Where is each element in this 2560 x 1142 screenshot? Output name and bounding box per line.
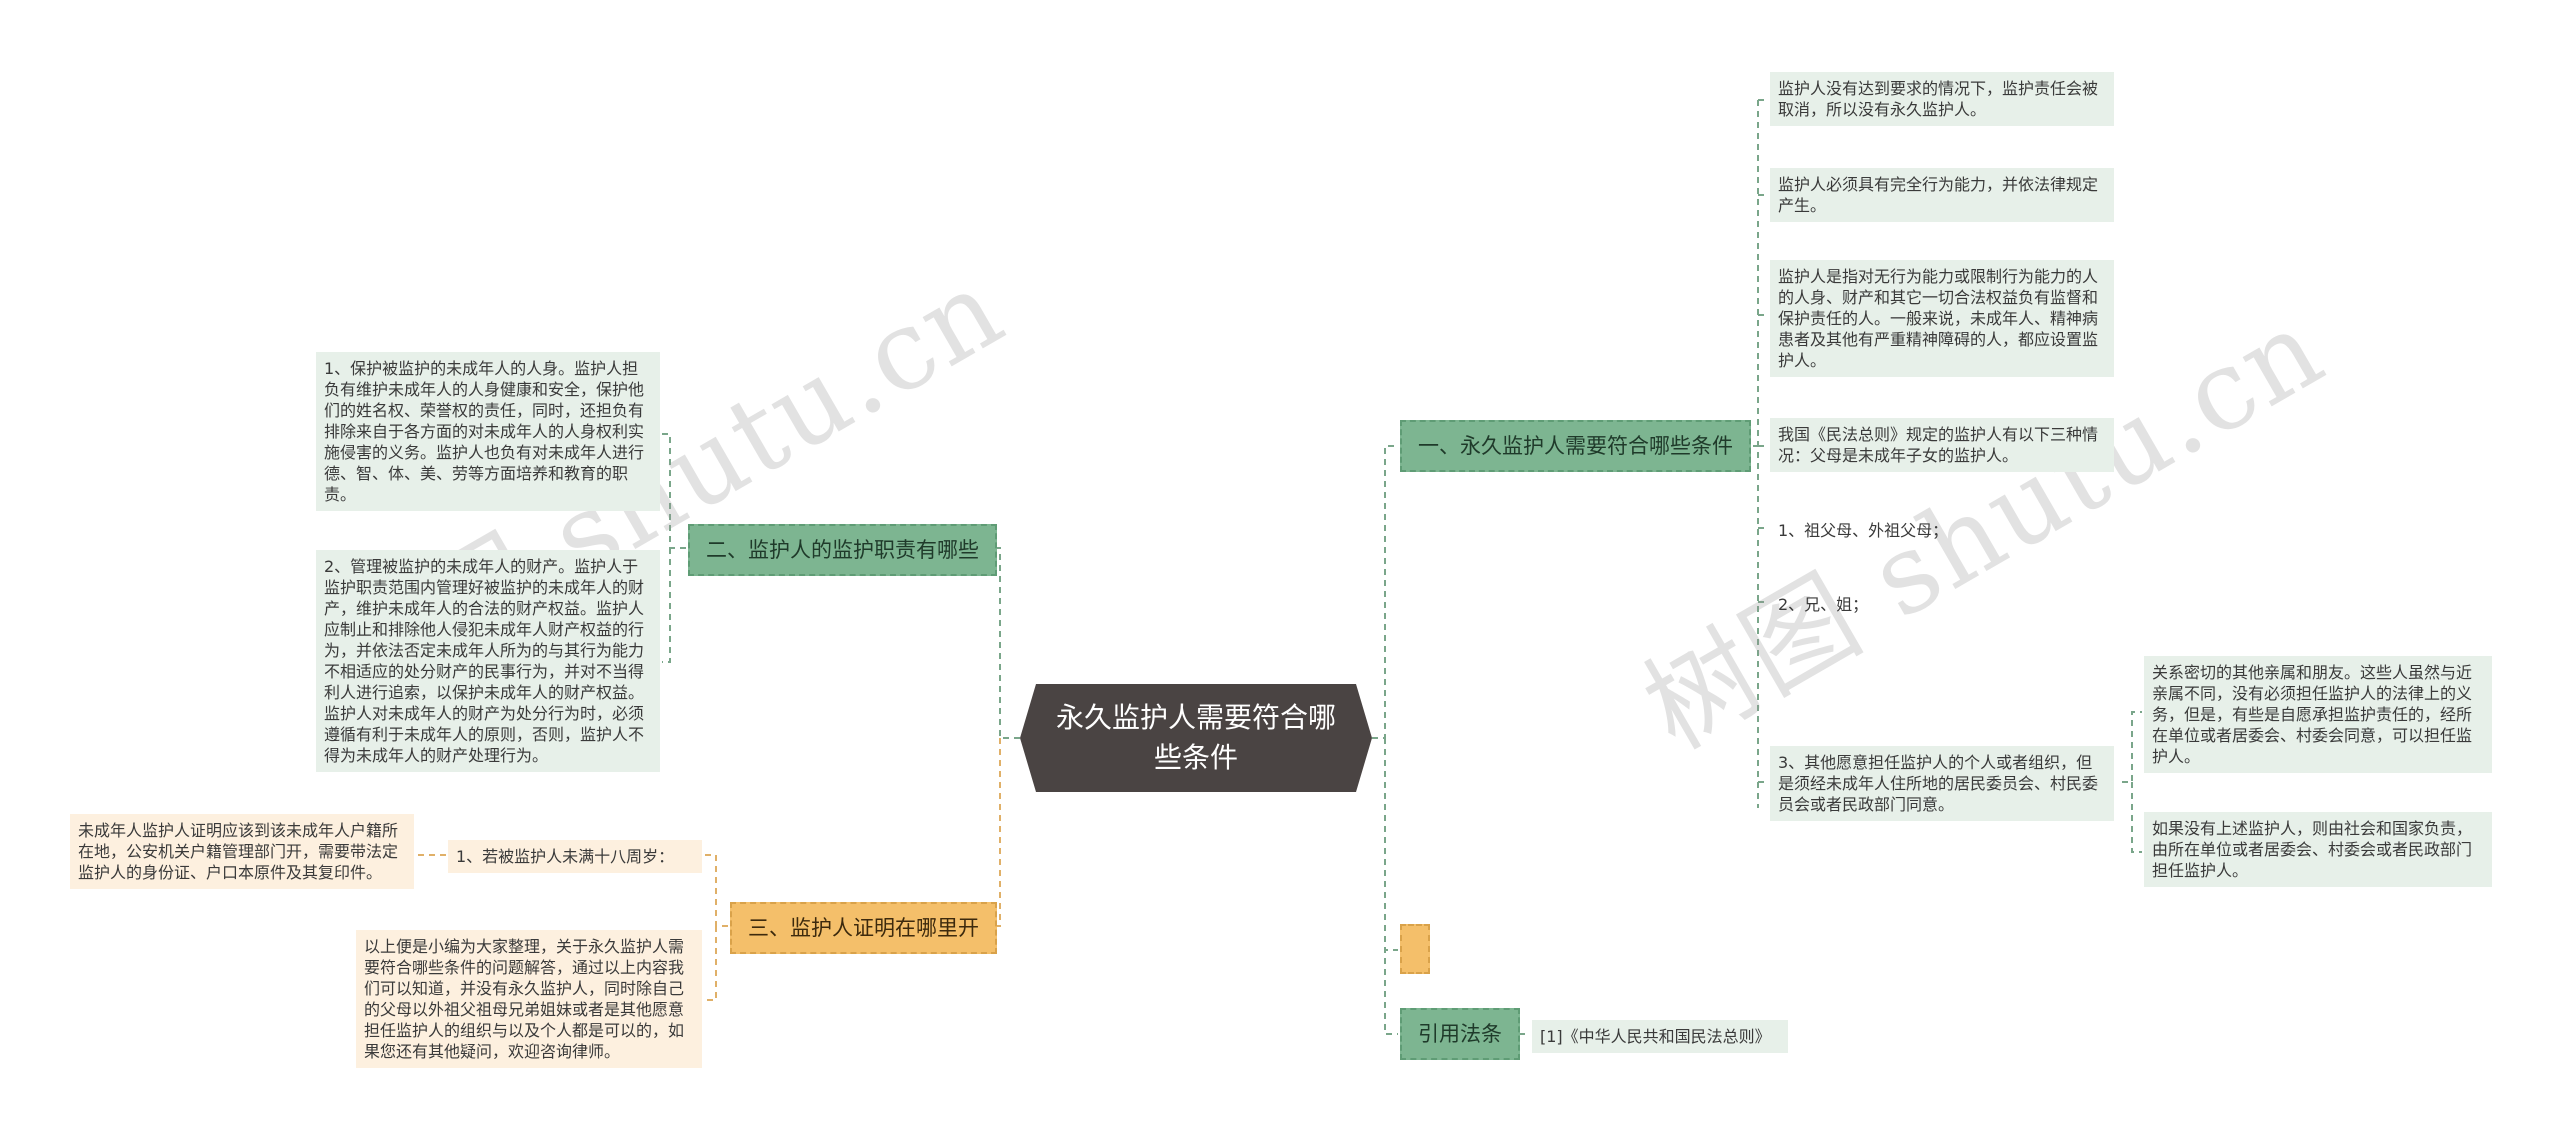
branch-conditions[interactable]: 一、永久监护人需要符合哪些条件 (1400, 420, 1751, 472)
branch-certificate-label: 三、监护人证明在哪里开 (748, 916, 979, 940)
leaf-conditions-2: 监护人必须具有完全行为能力，并依法律规定产生。 (1770, 168, 2114, 222)
central-topic[interactable]: 永久监护人需要符合哪些条件 (1020, 684, 1372, 792)
branch-duties-label: 二、监护人的监护职责有哪些 (706, 538, 979, 562)
leaf-conditions-3: 监护人是指对无行为能力或限制行为能力的人的人身、财产和其它一切合法权益负有监督和… (1770, 260, 2114, 377)
leaf-certificate-1: 1、若被监护人未满十八周岁： (448, 840, 702, 873)
branch-empty[interactable] (1400, 924, 1430, 974)
sub-leaf-state: 如果没有上述监护人，则由社会和国家负责，由所在单位或者居委会、村委会或者民政部门… (2144, 812, 2492, 887)
leaf-certificate-summary: 以上便是小编为大家整理，关于永久监护人需要符合哪些条件的问题解答，通过以上内容我… (356, 930, 702, 1068)
leaf-duties-2: 2、管理被监护的未成年人的财产。监护人于监护职责范围内管理好被监护的未成年人的财… (316, 550, 660, 772)
leaf-conditions-7: 3、其他愿意担任监护人的个人或者组织，但是须经未成年人住所地的居民委员会、村民委… (1770, 746, 2114, 821)
branch-certificate[interactable]: 三、监护人证明在哪里开 (730, 902, 997, 954)
leaf-conditions-6: 2、兄、姐； (1778, 595, 1869, 614)
sub-leaf-relatives: 关系密切的其他亲属和朋友。这些人虽然与近亲属不同，没有必须担任监护人的法律上的义… (2144, 656, 2492, 773)
branch-duties[interactable]: 二、监护人的监护职责有哪些 (688, 524, 997, 576)
leaf-duties-1: 1、保护被监护的未成年人的人身。监护人担负有维护未成年人的人身健康和安全，保护他… (316, 352, 660, 511)
central-topic-label: 永久监护人需要符合哪些条件 (1055, 701, 1336, 774)
branch-references-label: 引用法条 (1418, 1022, 1502, 1046)
leaf-conditions-1: 监护人没有达到要求的情况下，监护责任会被取消，所以没有永久监护人。 (1770, 72, 2114, 126)
leaf-conditions-4: 我国《民法总则》规定的监护人有以下三种情况：父母是未成年子女的监护人。 (1770, 418, 2114, 472)
leaf-conditions-5: 1、祖父母、外祖父母； (1778, 521, 1949, 540)
branch-conditions-label: 一、永久监护人需要符合哪些条件 (1418, 434, 1733, 458)
branch-references[interactable]: 引用法条 (1400, 1008, 1520, 1060)
sub-leaf-certificate-location: 未成年人监护人证明应该到该未成年人户籍所在地，公安机关户籍管理部门开，需要带法定… (70, 814, 414, 889)
leaf-reference-law: [1]《中华人民共和国民法总则》 (1532, 1020, 1788, 1053)
